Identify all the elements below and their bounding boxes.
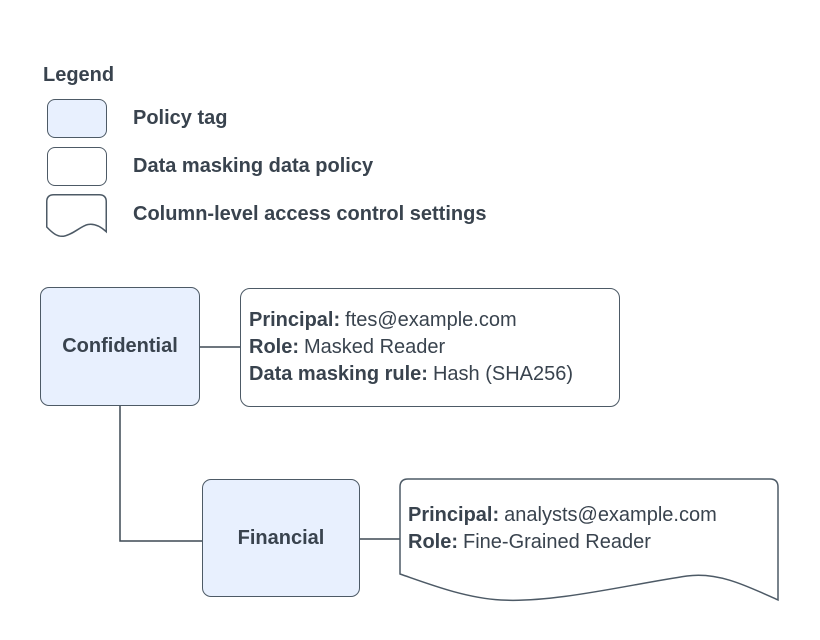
field-label: Data masking rule:	[249, 363, 428, 385]
field-value: ftes@example.com	[345, 309, 517, 331]
policy-field-role: Role:Fine-Grained Reader	[408, 529, 717, 556]
policy-field-masking-rule: Data masking rule:Hash (SHA256)	[249, 361, 619, 388]
field-label: Role:	[249, 336, 299, 358]
field-label: Principal:	[249, 309, 341, 331]
field-value: Masked Reader	[304, 336, 446, 358]
legend-label-column-access: Column-level access control settings	[133, 203, 487, 225]
legend-title: Legend	[43, 64, 115, 86]
field-value: Fine-Grained Reader	[463, 531, 651, 553]
policy-tag-swatch	[47, 99, 107, 138]
field-label: Role:	[408, 531, 458, 553]
column-access-settings-box	[399, 478, 779, 602]
legend-label-data-masking-policy: Data masking data policy	[133, 155, 374, 177]
field-value: Hash (SHA256)	[432, 363, 574, 385]
column-access-settings-swatch	[46, 194, 107, 238]
policy-field-principal: Principal:ftes@example.com	[249, 307, 619, 334]
legend-label-policy-tag: Policy tag	[133, 107, 228, 129]
field-value: analysts@example.com	[504, 504, 717, 526]
policy-field-principal: Principal:analysts@example.com	[408, 502, 717, 529]
field-label: Principal:	[408, 504, 500, 526]
data-masking-policy-swatch	[47, 147, 107, 186]
policy-tag-confidential: Confidential	[40, 287, 200, 406]
column-access-settings-text: Principal:analysts@example.com Role:Fine…	[408, 502, 717, 556]
policy-field-role: Role:Masked Reader	[249, 334, 619, 361]
connector-confidential-to-financial	[119, 406, 202, 542]
data-masking-policy-box: Principal:ftes@example.com Role:Masked R…	[240, 288, 620, 407]
policy-tag-financial: Financial	[202, 479, 360, 597]
